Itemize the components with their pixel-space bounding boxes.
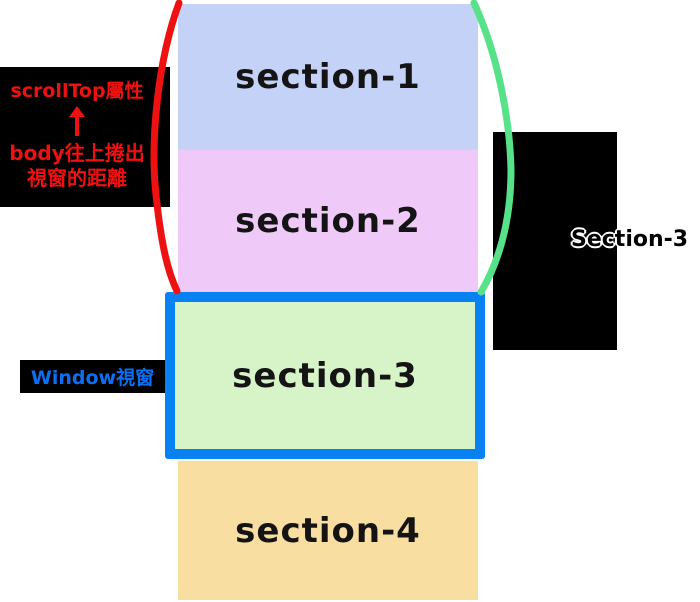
scrolltop-description-line-1: body往上捲出 (9, 141, 145, 165)
section-3-label: section-3 (232, 355, 418, 396)
section-2-block: section-2 (178, 150, 478, 292)
scrolltop-annotation-box: scrollTop屬性 body往上捲出 視窗的距離 (0, 67, 170, 207)
up-arrow-icon (69, 106, 85, 136)
section-1-label: section-1 (235, 57, 421, 97)
scrolltop-description-line-2: 視窗的距離 (27, 166, 127, 190)
scrolltop-title: scrollTop屬性 (10, 80, 144, 102)
up-arrow-head (69, 106, 85, 117)
right-annotation-text: Section-3 (571, 227, 689, 252)
up-arrow-shaft (75, 117, 79, 136)
section-3-viewport-block: section-3 (165, 292, 485, 459)
window-viewport-label: Window視窗 (30, 367, 155, 389)
section-1-block: section-1 (178, 4, 478, 150)
window-viewport-label-box: Window視窗 (20, 360, 165, 393)
section-4-label: section-4 (235, 510, 421, 551)
section-4-block: section-4 (178, 461, 478, 600)
section-2-label: section-2 (235, 201, 421, 241)
